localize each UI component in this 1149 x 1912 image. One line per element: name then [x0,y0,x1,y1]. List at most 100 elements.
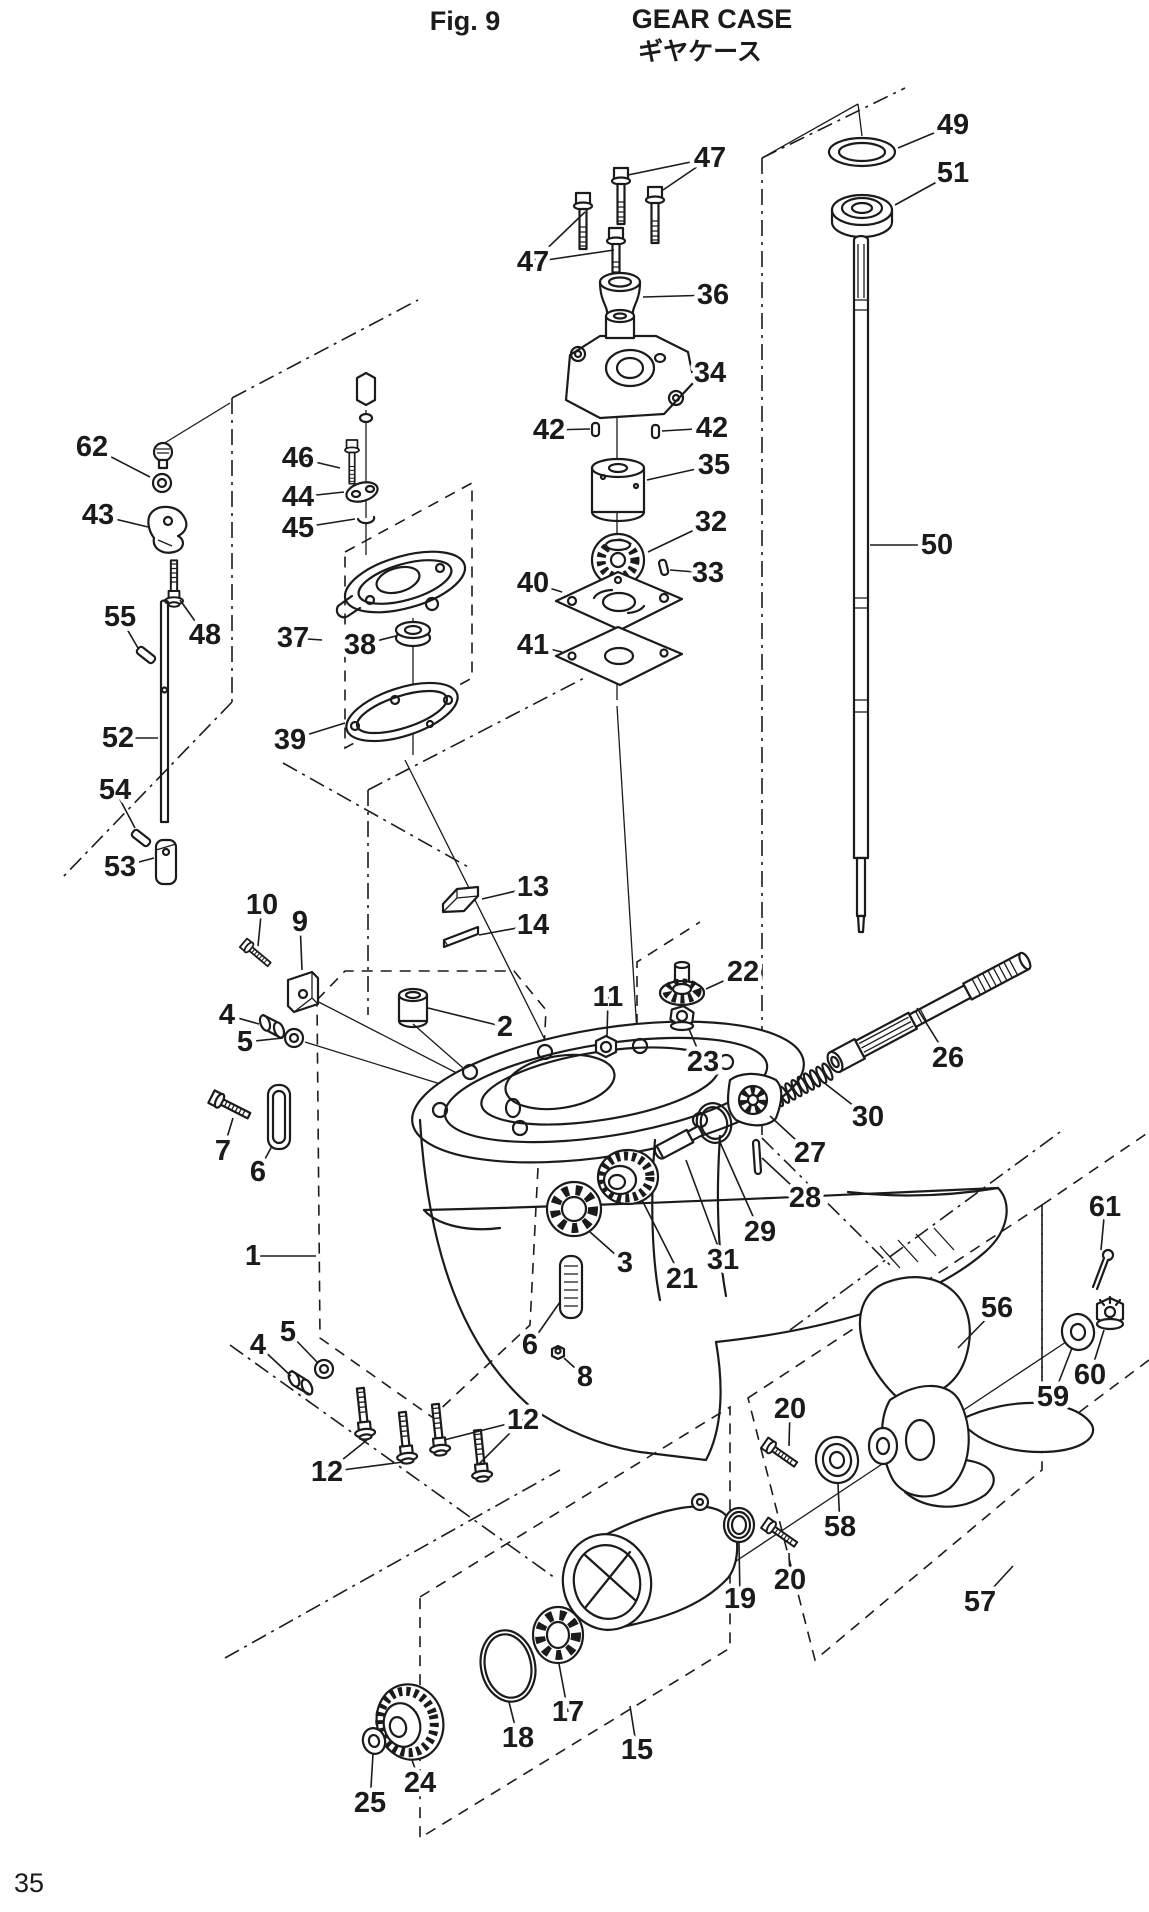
callout-51: 51 [937,157,969,189]
callout-31: 31 [707,1244,739,1276]
callout-leader-47-top [627,157,711,176]
callout-58: 58 [824,1511,856,1543]
pin-28-art [751,1138,763,1176]
callout-41: 41 [517,629,549,661]
callout-25: 25 [354,1787,386,1819]
callout-47-top: 47 [694,142,726,174]
callout-leader-44 [297,491,345,498]
box-1-gearcase [316,970,547,1419]
callout-leader-39 [289,722,346,741]
bolt-12-art [349,1386,377,1442]
callout-leader-4-lower [257,1344,292,1377]
callout-59: 59 [1037,1381,1069,1413]
callout-49: 49 [937,109,969,141]
callout-leader-24 [411,1759,421,1784]
callout-leader-5-lower [287,1331,318,1363]
callout-6-upper: 6 [250,1156,266,1188]
callout-12-right: 12 [507,1404,539,1436]
callout-15: 15 [621,1734,653,1766]
callout-28: 28 [789,1182,821,1214]
callout-52: 52 [102,722,134,754]
callout-leader-11 [606,996,609,1037]
callout-20-upper: 20 [774,1393,806,1425]
callout-leader-47-left [532,211,586,263]
callout-11: 11 [593,981,624,1013]
callout-leader-34 [696,372,711,381]
callout-12-left: 12 [311,1456,343,1488]
chain-separators [61,87,1061,1659]
callout-20-lower: 20 [774,1564,806,1596]
callout-leader-7 [222,1117,234,1152]
plate-6-upper-art [266,1083,292,1151]
callout-leader-12-left [326,1439,368,1473]
callout-34: 34 [694,357,726,389]
callout-leader-22 [705,971,744,990]
callout-60: 60 [1074,1359,1106,1391]
key-13-art [441,885,480,914]
propeller-art [814,1248,1125,1508]
callout-38: 38 [344,629,376,661]
bolt-47-art [610,166,632,226]
callout-40: 40 [517,567,549,599]
callout-leader-27 [769,1115,811,1154]
callout-26: 26 [932,1042,964,1074]
callout-leader-59 [1052,1347,1073,1398]
callout-7: 7 [215,1135,231,1167]
spring-30-art [771,1062,834,1108]
callout-4-upper: 4 [219,999,235,1031]
callout-62: 62 [76,431,108,463]
callout-leader-28 [761,1157,806,1199]
box-37-pump-base [344,481,473,750]
callout-leader-31 [685,1159,724,1261]
callout-leader-3 [589,1231,626,1264]
cotter-pin-61-art [1091,1248,1115,1291]
callout-1: 1 [245,1240,261,1272]
callout-leader-60 [1089,1329,1105,1376]
forward-gear-art [545,1148,660,1238]
page-title: GEAR CASE [632,4,793,34]
callout-leader-13 [481,886,534,900]
carrier-art [361,1436,801,1761]
callout-50: 50 [921,529,953,561]
callout-45: 45 [282,512,314,544]
small-parts-art [238,885,618,1396]
callout-leader-35 [646,464,715,481]
callout-leader-12-left [326,1461,404,1473]
callout-61: 61 [1089,1191,1121,1223]
box-prop-nut [1041,1131,1149,1441]
callout-leader-47-top [662,157,711,191]
callout-46: 46 [282,442,314,474]
callout-leader-53 [119,857,155,868]
callout-leader-32 [647,521,712,553]
callout-3: 3 [617,1247,633,1279]
callout-4-lower: 4 [250,1329,266,1361]
callout-54: 54 [99,774,131,806]
callout-10: 10 [246,889,278,921]
callout-leader-9 [299,921,303,971]
callout-leader-38 [359,635,397,646]
callout-2: 2 [497,1011,513,1043]
callout-36: 36 [697,279,729,311]
pump-base-art [335,371,467,743]
callout-leader-10 [257,904,263,947]
callout-leader-12-right [477,1419,524,1466]
callout-leader-20-upper [788,1408,791,1447]
callout-13: 13 [517,871,549,903]
callout-35: 35 [698,449,730,481]
callout-29: 29 [744,1216,776,1248]
callout-5-lower: 5 [280,1316,296,1348]
callout-leader-21 [641,1199,683,1280]
callout-57: 57 [964,1586,996,1618]
callout-leader-58 [837,1483,841,1528]
callout-leader-51 [894,172,954,206]
callout-leader-5-upper [244,1037,284,1043]
callout-leader-55 [119,616,139,649]
callout-leader-62 [91,446,151,478]
callout-leader-40 [532,582,563,593]
callout-37: 37 [277,622,309,654]
callout-leader-45 [297,518,356,529]
fasteners-art [207,1083,584,1484]
box-57-prop [747,1203,1043,1662]
